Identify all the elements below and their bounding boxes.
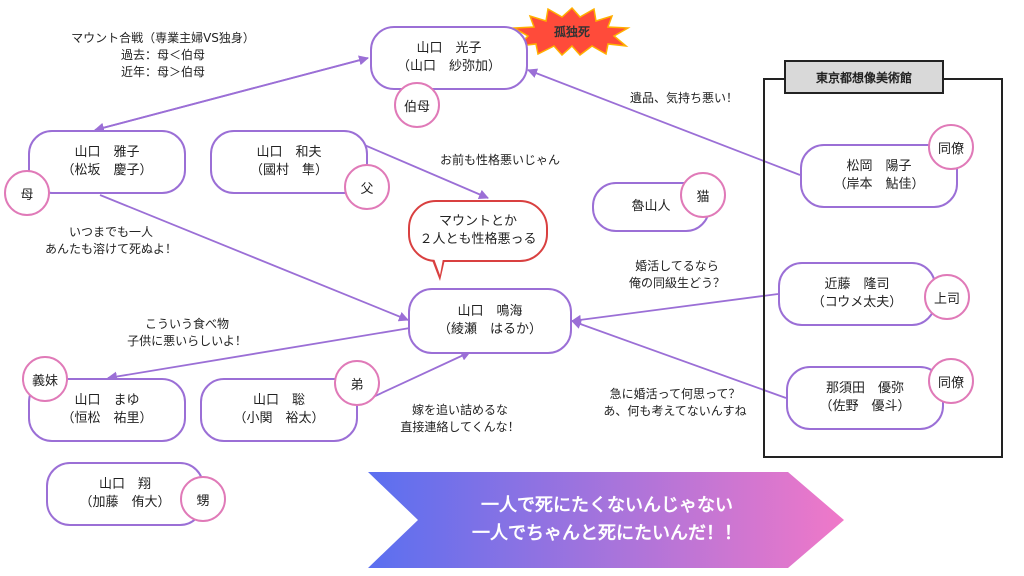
note-yome: 嫁を追い詰めるな 直接連絡してくんな！ bbox=[390, 402, 530, 436]
arrow-mitsuko-masako bbox=[94, 59, 361, 133]
arrow-masako-narumi bbox=[99, 194, 409, 322]
node-actor: （國村 隼） bbox=[249, 163, 328, 178]
tagline-banner: 一人で死にたくないんじゃない 一人でちゃんと死にたいんだ！！ bbox=[368, 472, 846, 568]
node-name: 魯山人 bbox=[631, 199, 671, 214]
node-actor: （岸本 鮎佳） bbox=[833, 177, 925, 192]
note-line: こういう食べ物 bbox=[144, 317, 229, 331]
bubble-line-2: ２人とも性格悪っる bbox=[419, 232, 537, 247]
note-line: マウント合戦（専業主婦VS独身） bbox=[71, 31, 255, 45]
node-actor: （恒松 祐里） bbox=[61, 411, 153, 426]
note-iihin: 遺品、気持ち悪い！ bbox=[630, 91, 739, 105]
starburst-icon bbox=[512, 6, 631, 56]
node-masako[interactable]: 山口 雅子 （松坂 慶子） bbox=[28, 130, 186, 194]
node-name: 山口 雅子 bbox=[74, 145, 140, 160]
burst-label: 孤独死 bbox=[553, 24, 590, 39]
banner-line-1: 一人で死にたくないんじゃない bbox=[481, 495, 733, 516]
node-name: 那須田 優弥 bbox=[825, 381, 904, 396]
role-satoshi: 弟 bbox=[334, 360, 380, 406]
node-actor: （加藤 侑大） bbox=[79, 495, 171, 510]
node-mitsuko[interactable]: 山口 光子 （山口 紗弥加） bbox=[370, 26, 528, 90]
node-name: 山口 まゆ bbox=[74, 393, 140, 408]
node-satoshi[interactable]: 山口 聡 （小関 裕太） bbox=[200, 378, 358, 442]
role-kondo: 上司 bbox=[924, 274, 970, 320]
node-name: 松岡 陽子 bbox=[846, 159, 912, 174]
note-line: 急に婚活って何思って？ bbox=[609, 387, 741, 401]
node-actor: （松坂 慶子） bbox=[61, 163, 153, 178]
speech-bubble: マウントとか ２人とも性格悪っる bbox=[408, 200, 548, 262]
note-mount: マウント合戦（専業主婦VS独身） 過去：母＜伯母 近年：母＞伯母 bbox=[58, 30, 268, 81]
banner-line-2: 一人でちゃんと死にたいんだ！！ bbox=[472, 523, 742, 544]
arrow-kondo-narumi bbox=[571, 293, 779, 325]
node-name: 山口 翔 bbox=[98, 477, 151, 492]
note-kyuni: 急に婚活って何思って？ あ、何も考えてないんすね bbox=[590, 386, 760, 420]
role-mitsuko: 伯母 bbox=[394, 82, 440, 128]
note-omae: お前も性格悪いじゃん bbox=[440, 153, 561, 167]
arrow-narumi-mayu bbox=[107, 327, 411, 382]
note-line: 子供に悪いらしいよ！ bbox=[127, 334, 247, 348]
node-matsuoka[interactable]: 松岡 陽子 （岸本 鮎佳） bbox=[800, 144, 958, 208]
node-sho[interactable]: 山口 翔 （加藤 侑大） bbox=[46, 462, 204, 526]
node-narumi[interactable]: 山口 鳴海 （綾瀬 はるか） bbox=[408, 288, 572, 354]
banner-text: 一人で死にたくないんじゃない 一人でちゃんと死にたいんだ！！ bbox=[368, 472, 846, 568]
node-actor: （山口 紗弥加） bbox=[396, 59, 501, 74]
node-name: 山口 鳴海 bbox=[457, 304, 523, 319]
note-line: 直接連絡してくんな！ bbox=[400, 420, 520, 434]
node-kazuo[interactable]: 山口 和夫 （國村 隼） bbox=[210, 130, 368, 194]
role-sho: 甥 bbox=[180, 476, 226, 522]
node-name: 山口 聡 bbox=[252, 393, 305, 408]
arrow-nasuda-narumi bbox=[571, 319, 787, 399]
role-matsuoka: 同僚 bbox=[928, 124, 974, 170]
note-line: あ、何も考えてないんすね bbox=[603, 404, 747, 418]
note-line: あんたも溶けて死ぬよ！ bbox=[44, 242, 177, 256]
arrow-matsuoka-mitsuko bbox=[527, 68, 801, 176]
node-kondo[interactable]: 近藤 隆司 （コウメ太夫） bbox=[778, 262, 936, 326]
node-name: 近藤 隆司 bbox=[824, 277, 890, 292]
node-name: 山口 和夫 bbox=[256, 145, 322, 160]
note-line: いつまでも一人 bbox=[68, 225, 153, 239]
note-itsumade: いつまでも一人 あんたも溶けて死ぬよ！ bbox=[26, 224, 196, 258]
note-konkatsu: 婚活してるなら 俺の同級生どう？ bbox=[612, 258, 742, 292]
role-nasuda: 同僚 bbox=[928, 358, 974, 404]
node-name: 山口 光子 bbox=[416, 41, 482, 56]
node-actor: （小関 裕太） bbox=[233, 411, 325, 426]
note-line: 過去：母＜伯母 bbox=[120, 48, 205, 62]
node-rosanjin[interactable]: 魯山人 bbox=[592, 182, 710, 232]
note-line: 俺の同級生どう？ bbox=[628, 276, 725, 290]
node-actor: （綾瀬 はるか） bbox=[437, 322, 542, 337]
note-kouiu: こういう食べ物 子供に悪いらしいよ！ bbox=[112, 316, 262, 350]
role-rosanjin: 猫 bbox=[680, 172, 726, 218]
note-line: 近年：母＞伯母 bbox=[120, 65, 205, 79]
role-mayu: 義妹 bbox=[22, 356, 68, 402]
museum-title: 東京都想像美術館 bbox=[784, 60, 944, 94]
arrow-kazuo-bubble bbox=[361, 143, 489, 200]
node-actor: （佐野 優斗） bbox=[819, 399, 911, 414]
bubble-tail-inner bbox=[432, 253, 444, 275]
note-line: 婚活してるなら bbox=[635, 259, 719, 273]
bubble-line-1: マウントとか bbox=[438, 214, 517, 229]
lonely-death-burst: 孤独死 bbox=[512, 6, 632, 56]
banner-arrow-shape bbox=[368, 472, 844, 568]
role-masako: 母 bbox=[4, 170, 50, 216]
note-line: 嫁を追い詰めるな bbox=[411, 403, 508, 417]
role-kazuo: 父 bbox=[344, 164, 390, 210]
node-nasuda[interactable]: 那須田 優弥 （佐野 優斗） bbox=[786, 366, 944, 430]
node-actor: （コウメ太夫） bbox=[811, 295, 903, 310]
